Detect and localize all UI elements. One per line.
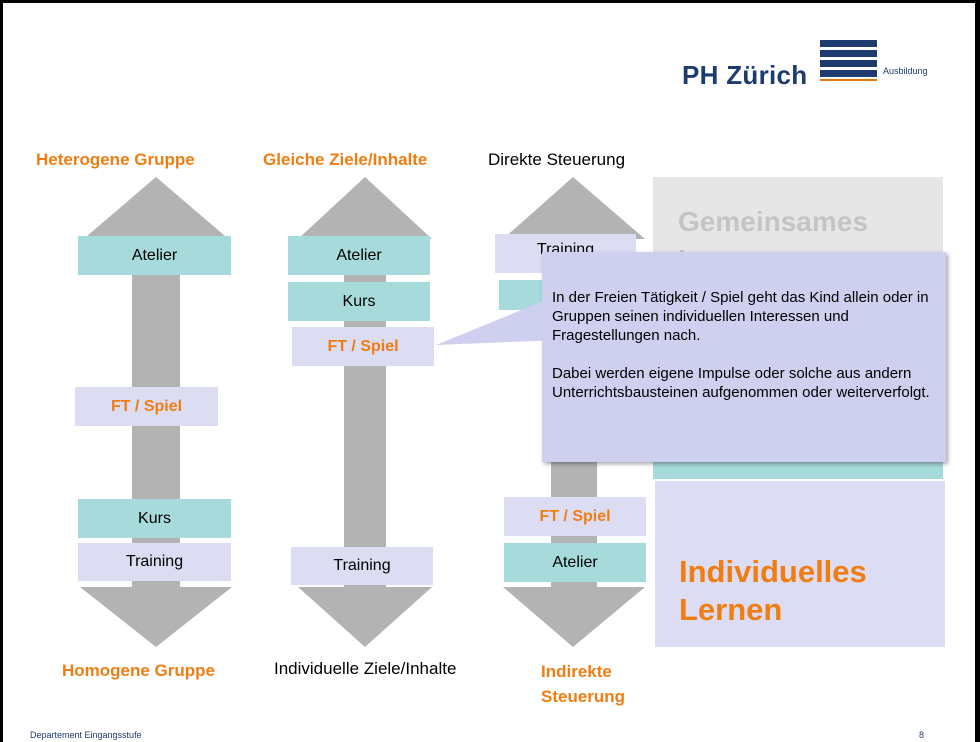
box-ft-spiel: FT / Spiel xyxy=(292,327,434,366)
label-individuelle-ziele: Individuelle Ziele/Inhalte xyxy=(274,659,457,678)
double-arrow-2 xyxy=(298,177,432,647)
callout-box xyxy=(542,252,946,462)
frame-right xyxy=(975,0,980,742)
box-atelier: Atelier xyxy=(504,543,646,582)
frame-top xyxy=(0,0,980,3)
footer-department: Departement Eingangsstufe xyxy=(30,730,142,740)
label-gleiche-ziele: Gleiche Ziele/Inhalte xyxy=(263,150,428,169)
box-ft-spiel: FT / Spiel xyxy=(75,387,218,426)
label-direkte-steuerung: Direkte Steuerung xyxy=(488,150,626,169)
box-atelier: Atelier xyxy=(288,236,430,275)
individuelles-lernen-panel xyxy=(655,481,945,647)
box-ft-spiel: FT / Spiel xyxy=(504,497,646,536)
label-heterogene-gruppe: Heterogene Gruppe xyxy=(36,150,195,169)
callout-text: In der Freien Tätigkeit / Spiel geht das… xyxy=(552,288,932,421)
logo-subtitle: Ausbildung xyxy=(883,66,928,76)
box-training: Training xyxy=(78,543,231,581)
frame-left xyxy=(0,0,3,742)
box-atelier: Atelier xyxy=(78,236,231,275)
callout-paragraph-1: In der Freien Tätigkeit / Spiel geht das… xyxy=(552,289,929,344)
logo-text: PH Zürich xyxy=(682,60,808,90)
box-training: Training xyxy=(291,547,433,585)
callout-paragraph-2: Dabei werden eigene Impulse oder solche … xyxy=(552,365,930,401)
label-homogene-gruppe: Homogene Gruppe xyxy=(62,661,216,680)
logo-mark-icon xyxy=(820,40,877,84)
box-kurs: Kurs xyxy=(78,499,231,538)
box-kurs: Kurs xyxy=(288,282,430,321)
page-number: 8 xyxy=(919,730,925,740)
